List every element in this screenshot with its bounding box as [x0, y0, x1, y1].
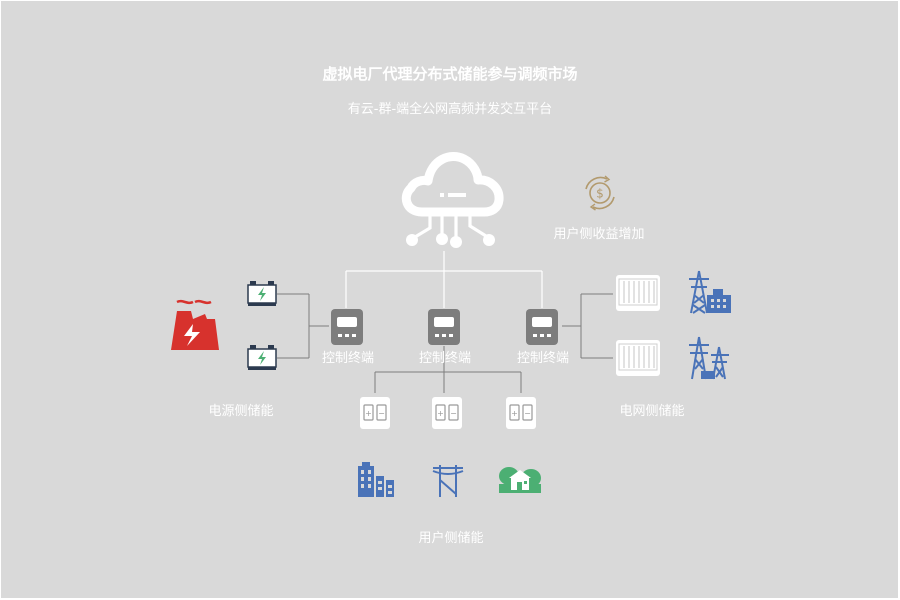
user-revenue-label: 用户侧收益增加 [553, 227, 645, 242]
svg-text:−: − [378, 409, 385, 418]
page-title: 虚拟电厂代理分布式储能参与调频市场 [322, 65, 578, 83]
control-terminal-icon [331, 309, 363, 345]
transmission-tower-icon [689, 270, 731, 314]
svg-text:+: + [437, 409, 444, 418]
battery-icon [247, 281, 277, 306]
dollar-cycle-icon: $ [585, 175, 615, 211]
battery-cell-icon: + − [432, 397, 462, 429]
terminal-label: 控制终端 [418, 351, 472, 366]
terminal-label: 控制终端 [321, 351, 375, 366]
user-storage-label: 用户侧储能 [418, 531, 484, 546]
substation-icon [689, 336, 729, 380]
svg-text:+: + [511, 409, 518, 418]
house-icon [499, 467, 541, 493]
control-terminal-icon [428, 309, 460, 345]
grid-storage-label: 电网侧储能 [619, 404, 685, 419]
control-terminal-icon [526, 309, 558, 345]
svg-text:+: + [365, 409, 372, 418]
battery-cell-icon: + − [506, 397, 536, 429]
battery-icon [247, 345, 277, 370]
page-subtitle: 有云-群-端全公网高频并发交互平台 [347, 102, 553, 117]
svg-text:$: $ [596, 187, 604, 201]
terminal-label: 控制终端 [516, 351, 570, 366]
svg-text:−: − [450, 409, 457, 418]
battery-cell-icon: + − [360, 397, 390, 429]
source-storage-label: 电源侧储能 [208, 404, 274, 419]
svg-text:−: − [524, 409, 531, 418]
energy-cabinet-icon [616, 275, 660, 311]
power-pole-icon [432, 465, 464, 497]
power-plant-icon [171, 299, 219, 350]
energy-cabinet-icon [616, 340, 660, 376]
building-icon [358, 462, 394, 497]
cloud-icon [401, 152, 504, 248]
